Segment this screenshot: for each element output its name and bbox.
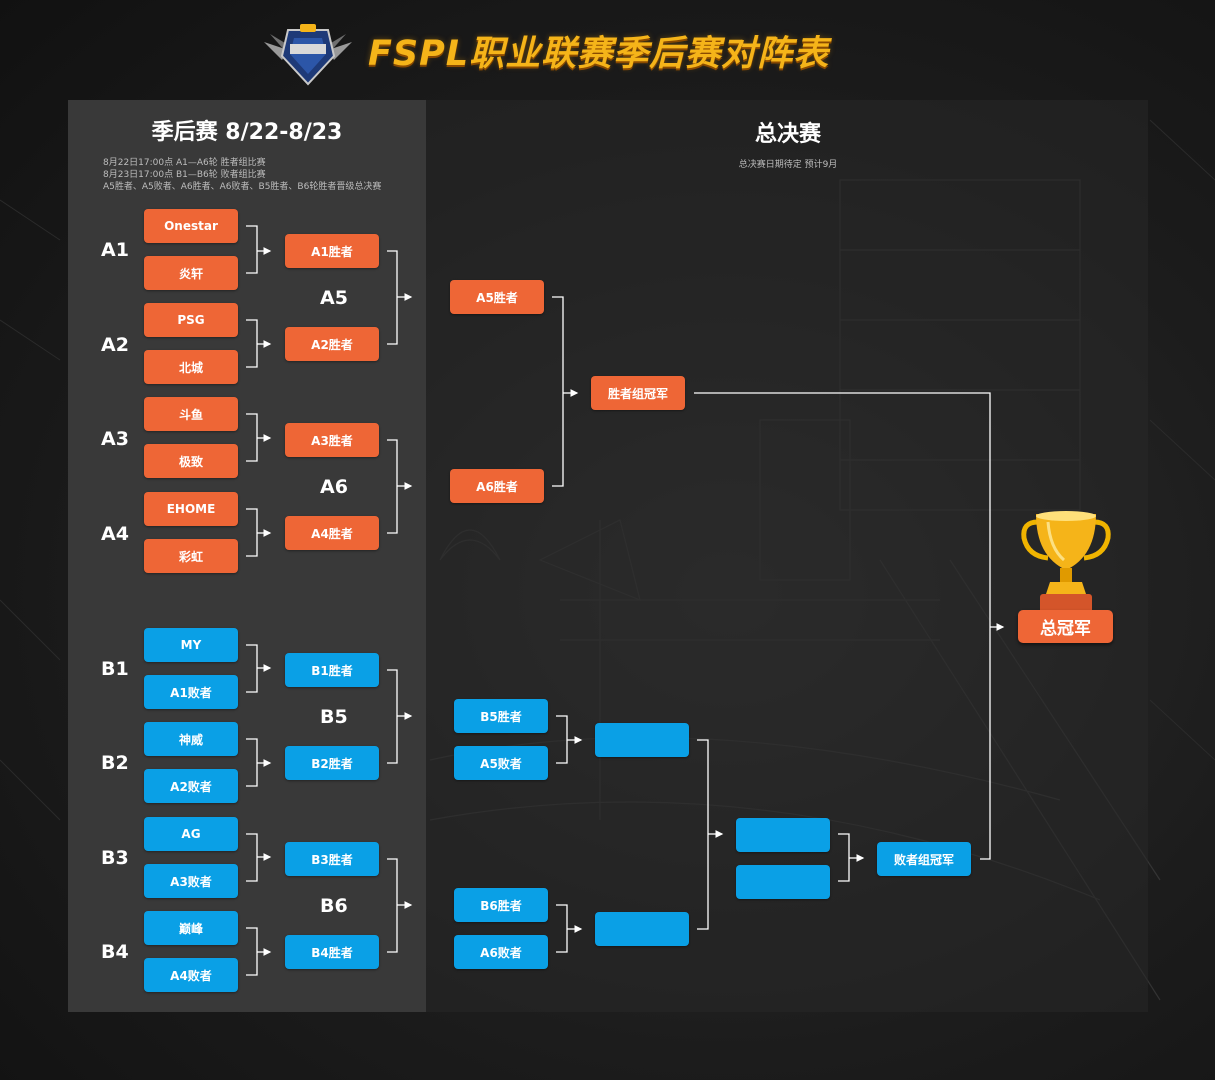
round-label-b6: B6	[320, 895, 348, 917]
match-winner-box[interactable]: A6胜者	[450, 469, 544, 503]
group-label-a2: A2	[101, 334, 129, 356]
playoff-section-title: 季后赛 8/22-8/23	[151, 120, 343, 145]
round-label-a5: A5	[320, 287, 348, 309]
team-box[interactable]: 巅峰	[144, 911, 238, 945]
group-label-b3: B3	[101, 847, 129, 869]
finals-entry-box[interactable]: B6胜者	[454, 888, 548, 922]
team-box[interactable]: A1败者	[144, 675, 238, 709]
schedule-note: A5胜者、A5败者、A6胜者、A6败者、B5胜者、B6轮胜者晋级总决赛	[103, 182, 382, 192]
match-winner-box[interactable]: A4胜者	[285, 516, 379, 550]
team-box[interactable]: 彩虹	[144, 539, 238, 573]
group-label-a4: A4	[101, 523, 129, 545]
group-label-a3: A3	[101, 428, 129, 450]
team-box[interactable]: 极致	[144, 444, 238, 478]
tbd-slot[interactable]	[595, 912, 689, 946]
grand-champion-box[interactable]: 总冠军	[1018, 610, 1113, 643]
team-box[interactable]: PSG	[144, 303, 238, 337]
team-box[interactable]: A4败者	[144, 958, 238, 992]
group-label-b1: B1	[101, 658, 129, 680]
team-box[interactable]: MY	[144, 628, 238, 662]
schedule-note: 8月22日17:00点 A1—A6轮 胜者组比赛	[103, 158, 266, 168]
team-box[interactable]: 神威	[144, 722, 238, 756]
round-label-b5: B5	[320, 706, 348, 728]
match-winner-box[interactable]: A1胜者	[285, 234, 379, 268]
match-winner-box[interactable]: B2胜者	[285, 746, 379, 780]
match-winner-box[interactable]: B3胜者	[285, 842, 379, 876]
finals-date-note: 总决赛日期待定 预计9月	[738, 160, 838, 170]
fspl-logo	[264, 24, 352, 86]
tbd-slot[interactable]	[736, 865, 830, 899]
header: FSPL职业联赛季后赛对阵表	[0, 0, 1215, 100]
finals-entry-box[interactable]: B5胜者	[454, 699, 548, 733]
losers-champion-box[interactable]: 败者组冠军	[877, 842, 971, 876]
team-box[interactable]: 斗鱼	[144, 397, 238, 431]
match-winner-box[interactable]: A2胜者	[285, 327, 379, 361]
tbd-slot[interactable]	[736, 818, 830, 852]
team-box[interactable]: A3败者	[144, 864, 238, 898]
team-box[interactable]: 北城	[144, 350, 238, 384]
match-winner-box[interactable]: A5胜者	[450, 280, 544, 314]
team-box[interactable]: Onestar	[144, 209, 238, 243]
winners-champion-box[interactable]: 胜者组冠军	[591, 376, 685, 410]
finals-entry-box[interactable]: A5败者	[454, 746, 548, 780]
schedule-note: 8月23日17:00点 B1—B6轮 败者组比赛	[103, 170, 266, 180]
group-label-b2: B2	[101, 752, 129, 774]
team-box[interactable]: 炎轩	[144, 256, 238, 290]
schedule-notes: 8月22日17:00点 A1—A6轮 胜者组比赛 8月23日17:00点 B1—…	[103, 157, 381, 193]
team-box[interactable]: A2败者	[144, 769, 238, 803]
match-winner-box[interactable]: A3胜者	[285, 423, 379, 457]
team-box[interactable]: EHOME	[144, 492, 238, 526]
round-label-a6: A6	[320, 476, 348, 498]
finals-entry-box[interactable]: A6败者	[454, 935, 548, 969]
group-label-b4: B4	[101, 941, 129, 963]
team-box[interactable]: AG	[144, 817, 238, 851]
trophy-icon	[1021, 511, 1111, 614]
finals-section-title: 总决赛	[754, 122, 821, 147]
tbd-slot[interactable]	[595, 723, 689, 757]
page-title: FSPL职业联赛季后赛对阵表	[368, 34, 830, 74]
group-label-a1: A1	[101, 239, 129, 261]
match-winner-box[interactable]: B4胜者	[285, 935, 379, 969]
match-winner-box[interactable]: B1胜者	[285, 653, 379, 687]
